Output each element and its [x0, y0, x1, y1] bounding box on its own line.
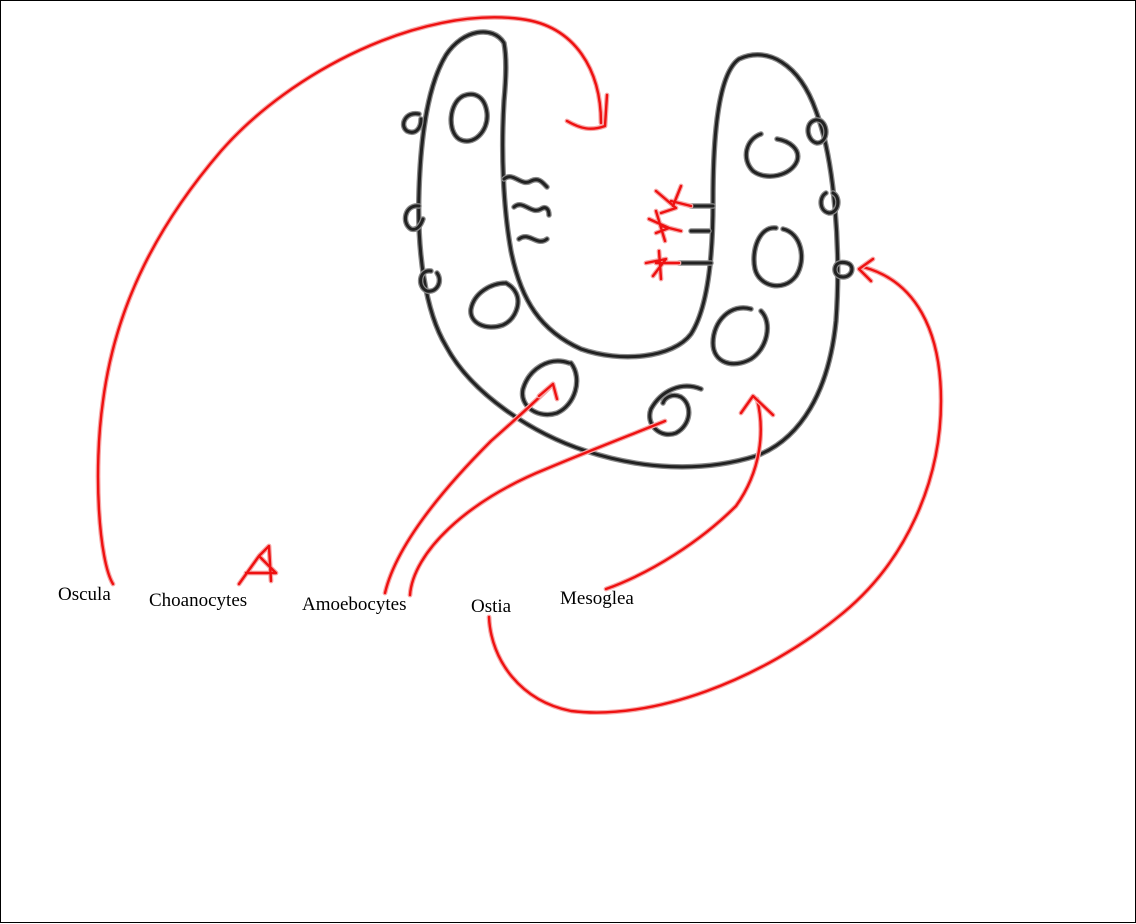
ink-halo: [650, 386, 701, 434]
label-amoebocytes: Amoebocytes: [302, 595, 406, 614]
ink-halo: [410, 421, 665, 595]
ink-halo: [385, 384, 553, 593]
ink-halo: [713, 308, 767, 364]
sponge-body: [404, 32, 852, 467]
label-mesoglea: Mesoglea: [560, 589, 634, 608]
label-choanocytes: Choanocytes: [149, 591, 247, 610]
amoebocytes-arrow-1: [385, 384, 553, 593]
label-ostia: Ostia: [471, 597, 511, 616]
amoebocytes-arrow-2: [410, 421, 665, 595]
label-oscula: Oscula: [58, 585, 111, 604]
